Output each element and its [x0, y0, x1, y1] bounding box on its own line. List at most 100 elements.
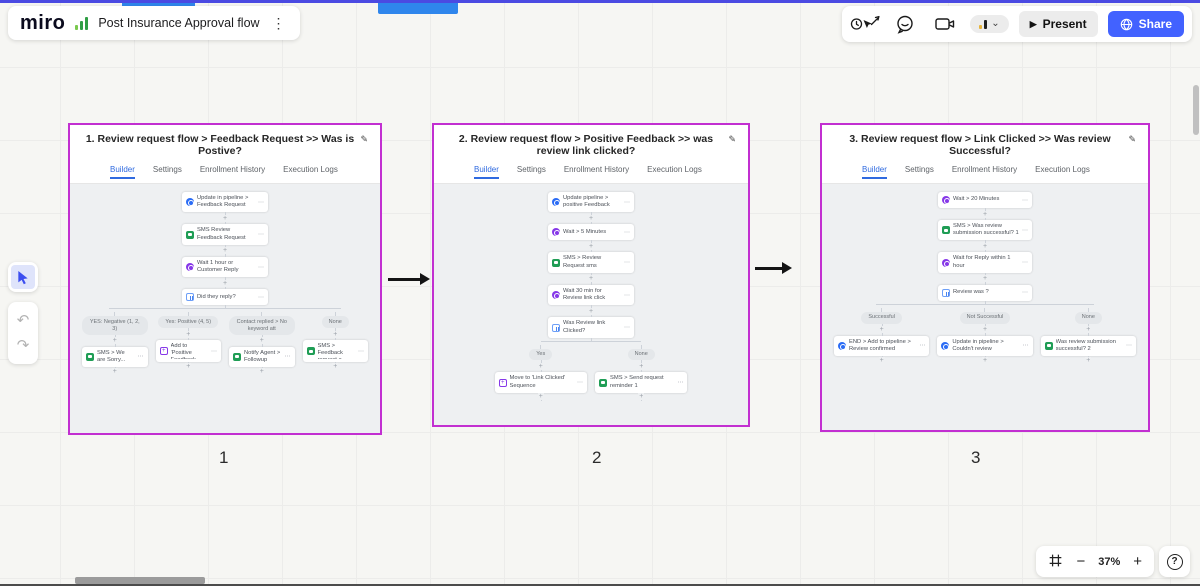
tab-execution-logs[interactable]: Execution Logs — [647, 165, 702, 174]
more-options-icon[interactable]: ⋯ — [1125, 343, 1132, 350]
add-step-icon[interactable]: + — [332, 362, 339, 370]
more-options-icon[interactable]: ⋯ — [258, 232, 264, 239]
branch-label[interactable]: Contact replied > No keyword att — [229, 316, 295, 335]
add-step-icon[interactable]: + — [981, 242, 989, 250]
zoom-level[interactable]: 37% — [1098, 555, 1121, 568]
vertical-scrollbar[interactable] — [1193, 85, 1199, 135]
workflow-step[interactable]: SMS > Feedback request a... ⋯ — [302, 340, 368, 362]
add-step-icon[interactable]: + — [878, 326, 885, 334]
edit-icon[interactable]: ✎ — [1128, 134, 1136, 144]
tab-enrollment-history[interactable]: Enrollment History — [951, 165, 1018, 174]
tab-execution-logs[interactable]: Execution Logs — [1035, 165, 1090, 174]
more-options-icon[interactable]: ⋯ — [358, 348, 364, 355]
miro-logo[interactable]: miro — [20, 12, 66, 34]
more-options-icon[interactable]: ⋯ — [284, 354, 291, 361]
flow-arrow[interactable] — [388, 273, 430, 285]
undo-button[interactable]: ↶ — [16, 311, 30, 329]
workflow-step[interactable]: Wait > 5 Minutes ⋯ — [548, 224, 634, 241]
help-button[interactable]: ? — [1159, 546, 1190, 577]
add-step-icon[interactable]: + — [185, 330, 192, 338]
frame-number-label[interactable]: 3 — [971, 448, 981, 467]
branch-label[interactable]: Not Successful — [959, 311, 1011, 324]
video-chat-icon[interactable] — [930, 11, 960, 37]
tab-settings[interactable]: Settings — [152, 165, 182, 174]
workflow-step[interactable]: Update pipeline > positive Feedback ⋯ — [548, 192, 634, 213]
frame-3[interactable]: 3. Review request flow > Link Clicked >>… — [820, 123, 1150, 432]
more-options-icon[interactable]: ⋯ — [1022, 197, 1028, 204]
facilitation-tools-icon[interactable] — [850, 11, 880, 37]
add-step-icon[interactable]: + — [638, 362, 645, 370]
more-options-icon[interactable]: ⋯ — [624, 325, 630, 332]
zoom-out-button[interactable]: − — [1076, 553, 1086, 570]
add-step-icon[interactable]: + — [221, 214, 229, 222]
more-options-icon[interactable]: ⋯ — [624, 292, 630, 299]
zoom-in-button[interactable]: + — [1133, 553, 1142, 570]
more-options-icon[interactable]: ⋯ — [258, 294, 264, 301]
add-step-icon[interactable]: + — [1085, 326, 1092, 334]
workflow-step[interactable]: Update in pipeline > Couldn't review ⋯ — [937, 335, 1033, 356]
board-menu-icon[interactable]: ⋮ — [271, 14, 286, 31]
workflow-step[interactable]: Was Review link Clicked? ⋯ — [548, 317, 634, 338]
add-step-icon[interactable]: + — [221, 279, 229, 287]
add-step-icon[interactable]: + — [981, 210, 989, 218]
workflow-step[interactable]: SMS Review Feedback Request ⋯ — [182, 224, 268, 245]
tab-enrollment-history[interactable]: Enrollment History — [199, 165, 266, 174]
add-step-icon[interactable]: + — [221, 247, 229, 255]
edit-icon[interactable]: ✎ — [728, 134, 736, 144]
board-title[interactable]: Post Insurance Approval flow — [98, 16, 260, 30]
branch-label[interactable]: Yes — [529, 348, 553, 361]
workflow-step[interactable]: Update in pipeline > Feedback Request ⋯ — [182, 192, 268, 213]
more-options-icon[interactable]: ⋯ — [624, 260, 630, 267]
workflow-step[interactable]: Did they reply? ⋯ — [182, 289, 268, 306]
tab-builder[interactable]: Builder — [110, 165, 135, 179]
tab-settings[interactable]: Settings — [516, 165, 546, 174]
workflow-step[interactable]: Notify Agent > Followup ⋯ — [229, 346, 295, 368]
add-step-icon[interactable]: + — [981, 356, 989, 364]
add-step-icon[interactable]: + — [332, 330, 339, 338]
frame-number-label[interactable]: 2 — [592, 448, 602, 467]
add-step-icon[interactable]: + — [537, 393, 544, 401]
add-step-icon[interactable]: + — [1085, 356, 1092, 364]
more-options-icon[interactable]: ⋯ — [919, 343, 926, 350]
tab-enrollment-history[interactable]: Enrollment History — [563, 165, 630, 174]
more-options-icon[interactable]: ⋯ — [1022, 260, 1028, 267]
add-step-icon[interactable]: + — [587, 307, 595, 315]
more-options-icon[interactable]: ⋯ — [1022, 290, 1028, 297]
frame-2[interactable]: 2. Review request flow > Positive Feedba… — [432, 123, 750, 427]
tab-execution-logs[interactable]: Execution Logs — [283, 165, 338, 174]
branch-label[interactable]: Yes: Positive (4, 5) — [158, 316, 219, 328]
branch-label[interactable]: YES: Negative (1, 2, 3) — [82, 316, 148, 335]
select-tool-button[interactable] — [8, 262, 38, 292]
branch-label[interactable]: None — [321, 316, 349, 328]
horizontal-scrollbar[interactable] — [75, 577, 205, 584]
more-options-icon[interactable]: ⋯ — [677, 380, 684, 387]
add-step-icon[interactable]: + — [587, 242, 595, 250]
more-options-icon[interactable]: ⋯ — [624, 229, 630, 236]
engagement-meter-dropdown[interactable]: ⌄ — [970, 15, 1009, 33]
comments-icon[interactable] — [890, 11, 920, 37]
more-options-icon[interactable]: ⋯ — [258, 199, 264, 206]
workflow-step[interactable]: Wait 1 hour or Customer Reply ⋯ — [182, 256, 268, 278]
workflow-step[interactable]: Wait for Reply within 1 hour ⋯ — [938, 252, 1032, 273]
flow-arrow[interactable] — [755, 262, 792, 274]
add-step-icon[interactable]: + — [537, 362, 544, 370]
add-step-icon[interactable]: + — [111, 367, 118, 375]
add-step-icon[interactable]: + — [981, 275, 989, 283]
branch-label[interactable]: None — [1074, 311, 1102, 324]
branch-label[interactable]: Successful — [861, 311, 902, 324]
more-options-icon[interactable]: ⋯ — [624, 199, 630, 206]
workflow-step[interactable]: END > Add to pipeline > Review confirmed… — [834, 335, 930, 356]
workflow-step[interactable]: Wait > 20 Minutes ⋯ — [938, 192, 1032, 208]
more-options-icon[interactable]: ⋯ — [211, 348, 217, 355]
workflow-step[interactable]: SMS > We are Sorry... ⋯ — [82, 346, 148, 368]
add-step-icon[interactable]: + — [587, 214, 595, 222]
frame-number-label[interactable]: 1 — [219, 448, 229, 467]
more-options-icon[interactable]: ⋯ — [1022, 227, 1028, 234]
present-button[interactable]: ▶ Present — [1018, 11, 1098, 37]
workflow-step[interactable]: SMS > Send request reminder 1 ⋯ — [595, 372, 688, 393]
fit-to-screen-icon[interactable] — [1048, 553, 1063, 571]
workflow-step[interactable]: Add to 'Positive Feedback Flow' ⋯ — [155, 340, 221, 362]
add-step-icon[interactable]: + — [111, 337, 118, 345]
workflow-step[interactable]: Wait 30 min for Review link click ⋯ — [548, 284, 634, 306]
